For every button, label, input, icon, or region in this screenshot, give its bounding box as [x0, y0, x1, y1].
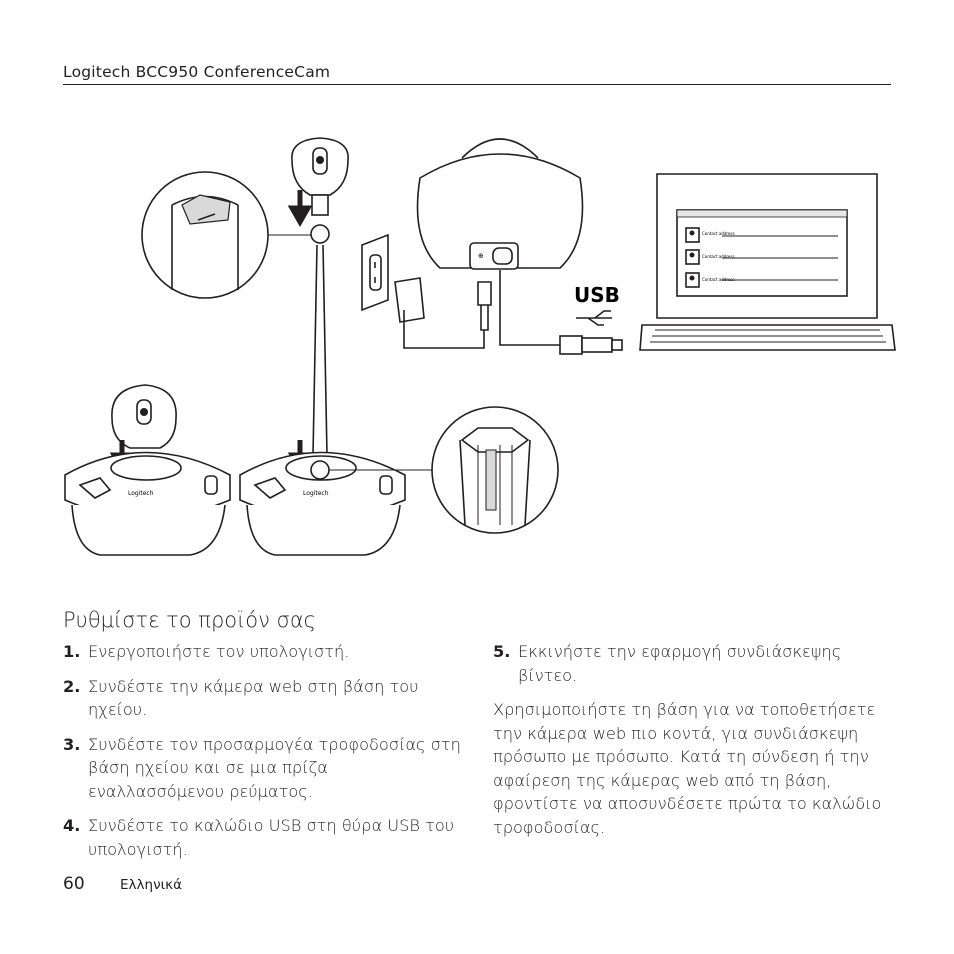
- section-title: Ρυθμίστε το προϊόν σας: [63, 608, 316, 632]
- step-number: 3.: [63, 734, 81, 754]
- page-number: 60: [63, 874, 85, 894]
- step-number: 1.: [63, 642, 81, 661]
- speaker-base-with-camera: Logitech: [64, 384, 231, 556]
- camera-on-pole: [287, 137, 349, 456]
- speaker-base-with-pole: Logitech: [239, 440, 432, 556]
- usb-connection: USB: [559, 283, 623, 355]
- step-item: 4. Συνδέστε το καλώδιο USB στη θύρα USB …: [63, 814, 463, 861]
- step-number: 4.: [63, 816, 81, 835]
- laptop: Contact address Contact address Contact …: [639, 173, 896, 351]
- document-header: Logitech BCC950 ConferenceCam: [63, 63, 331, 81]
- header-rule: [63, 84, 891, 85]
- logitech-logo-middle: Logitech: [303, 490, 329, 497]
- zoom-circle-pole-end: [431, 406, 559, 534]
- step-number: 5.: [493, 642, 511, 661]
- footer-language: Ελληνικά: [120, 877, 183, 893]
- steps-left-column: 1. Ενεργοποιήστε τον υπολογιστή. 2. Συνδ…: [63, 640, 463, 872]
- step-text: Συνδέστε την κάμερα web στη βάση του ηχε…: [88, 676, 419, 720]
- step-item: 3. Συνδέστε τον προσαρμογέα τροφοδοσίας …: [63, 733, 463, 804]
- svg-text:Contact address: Contact address: [702, 254, 735, 259]
- zoom-circle-socket-top: [141, 171, 313, 299]
- usage-paragraph: Χρησιμοποιήστε τη βάση για να τοποθετήσε…: [493, 700, 882, 837]
- steps-right-column: 5. Εκκινήστε την εφαρμογή συνδιάσκεψης β…: [493, 640, 891, 839]
- step-text: Συνδέστε το καλώδιο USB στη θύρα USB του…: [88, 816, 455, 859]
- step-text: Εκκινήστε την εφαρμογή συνδιάσκεψης βίντ…: [518, 642, 842, 685]
- speaker-rear: ⊕: [416, 138, 584, 346]
- logitech-logo-left: Logitech: [128, 490, 154, 497]
- step-item: 1. Ενεργοποιήστε τον υπολογιστή.: [63, 640, 463, 664]
- step-number: 2.: [63, 676, 81, 696]
- step-text: Ενεργοποιήστε τον υπολογιστή.: [88, 642, 350, 661]
- svg-text:Contact address: Contact address: [702, 231, 735, 236]
- step-text: Συνδέστε τον προσαρμογέα τροφοδοσίας στη…: [88, 734, 461, 801]
- svg-text:Contact address: Contact address: [702, 277, 735, 282]
- step-item: 2. Συνδέστε την κάμερα web στη βάση του …: [63, 675, 463, 722]
- wall-outlet: [361, 233, 492, 349]
- usb-label: USB: [574, 283, 620, 307]
- step-item: 5. Εκκινήστε την εφαρμογή συνδιάσκεψης β…: [493, 640, 891, 687]
- setup-illustration: ⊕ USB Contact address Contact address Co…: [64, 137, 896, 556]
- svg-text:⊕: ⊕: [478, 252, 484, 260]
